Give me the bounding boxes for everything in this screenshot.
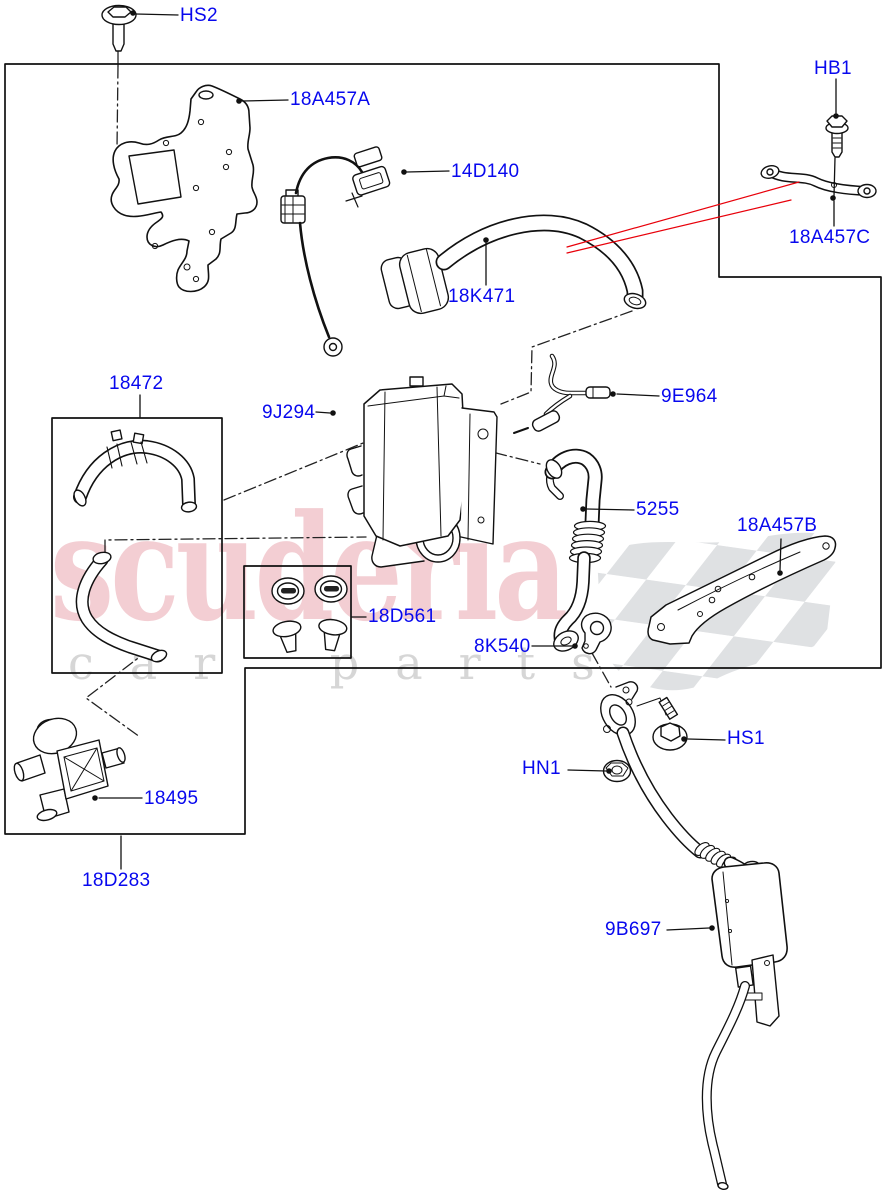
part-exhaust-downpipe-icon xyxy=(616,726,757,884)
label-18495[interactable]: 18495 xyxy=(144,788,199,809)
label-14d140[interactable]: 14D140 xyxy=(451,161,520,182)
part-hs2-screw-icon xyxy=(101,4,137,52)
label-9e964[interactable]: 9E964 xyxy=(661,386,718,407)
part-18k471-hose-icon xyxy=(380,214,647,315)
label-8k540[interactable]: 8K540 xyxy=(474,636,531,657)
part-hn1-nut-icon xyxy=(602,759,632,783)
label-hs2[interactable]: HS2 xyxy=(180,5,218,26)
callout-dots xyxy=(92,10,839,931)
label-18a457a[interactable]: 18A457A xyxy=(290,89,371,110)
part-18a457b-bracket-icon xyxy=(647,535,837,645)
label-hn1[interactable]: HN1 xyxy=(522,758,561,779)
label-18472[interactable]: 18472 xyxy=(109,373,164,394)
assembly-boxes xyxy=(4,63,882,835)
part-hb1-bolt-icon xyxy=(825,115,849,158)
callout-lines xyxy=(98,13,837,931)
label-9j294[interactable]: 9J294 xyxy=(262,402,316,423)
red-reference-lines xyxy=(566,181,800,254)
main-box-outline xyxy=(4,63,882,835)
part-18a457a-bracket-icon xyxy=(110,84,258,293)
part-18d561-grommets-icon xyxy=(271,575,348,653)
label-hb1[interactable]: HB1 xyxy=(814,58,852,79)
label-hs1[interactable]: HS1 xyxy=(727,728,765,749)
part-9j294-heater-icon xyxy=(346,376,498,568)
label-18d561[interactable]: 18D561 xyxy=(368,606,437,627)
part-18a457c-bracket-icon xyxy=(760,165,877,199)
label-18d283[interactable]: 18D283 xyxy=(82,870,151,891)
part-9b697-silencer-icon xyxy=(701,860,788,1190)
label-9b697[interactable]: 9B697 xyxy=(605,919,662,940)
part-14d140-wiring-icon xyxy=(280,146,391,357)
label-5255[interactable]: 5255 xyxy=(636,499,680,520)
box-18472 xyxy=(51,417,223,674)
label-18a457c[interactable]: 18A457C xyxy=(789,227,871,248)
part-5255-exhaust-pipe-icon xyxy=(544,448,607,652)
part-18472-hoses-icon xyxy=(73,429,198,663)
label-18a457b[interactable]: 18A457B xyxy=(737,515,818,536)
part-hs1-bolt-icon xyxy=(652,696,688,751)
box-18d561 xyxy=(243,565,352,659)
part-9e964-fuel-pipe-icon xyxy=(513,353,611,434)
part-8k540-clamp-icon xyxy=(580,612,612,655)
part-18495-valve-icon xyxy=(13,717,126,822)
label-18k471[interactable]: 18K471 xyxy=(448,286,516,307)
